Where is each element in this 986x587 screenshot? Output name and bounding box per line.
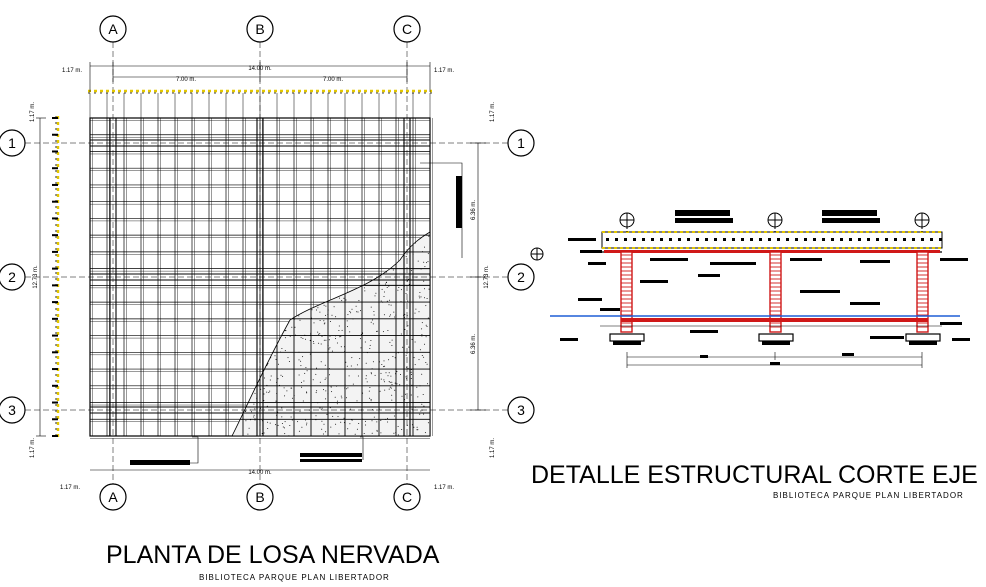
section-subtitle: BIBLIOTECA PARQUE PLAN LIBERTADOR (773, 491, 964, 500)
axis-bubble-bottom-c: C (393, 483, 421, 511)
structural-axes (25, 42, 508, 484)
section-axis-marker-far-left (530, 247, 544, 261)
axis-label: B (255, 21, 264, 37)
column-middle (758, 251, 794, 345)
plan-title: PLANTA DE LOSA NERVADA (106, 541, 440, 569)
structural-section-view: DETALLE ESTRUCTURAL CORTE EJE BIBLIOTECA… (530, 210, 978, 500)
dim-overhang-left-top: 1.17 m. (30, 102, 36, 122)
axis-bubble-left-1: 1 (0, 129, 26, 157)
axis-label: 3 (8, 402, 16, 418)
dim-bay-left: 7.00 m. (176, 77, 196, 83)
dim-overhang-bottom-right: 1.17 m. (434, 485, 454, 491)
axis-label: 2 (8, 269, 16, 285)
note-label-block (130, 460, 190, 465)
section-dimension-lines (626, 352, 923, 368)
dim-total-height-right: 12.73 m. (484, 265, 490, 289)
axis-bubble-top-b: B (246, 15, 274, 43)
axis-label: C (402, 21, 412, 37)
axis-bubble-right-2: 2 (507, 263, 535, 291)
dimension-lines (36, 62, 486, 471)
slab-edge-markers (602, 231, 942, 249)
axis-bubble-top-a: A (99, 15, 127, 43)
column-right (905, 251, 941, 345)
axis-label: 1 (517, 135, 525, 151)
section-label-block (456, 176, 462, 228)
section-axis-marker-left (619, 212, 635, 232)
axis-bubble-left-2: 2 (0, 263, 26, 291)
note-label-block (300, 453, 362, 457)
dim-total-height: 12.73 m. (33, 265, 39, 289)
axis-label: C (402, 489, 412, 505)
axis-bubble-bottom-a: A (99, 483, 127, 511)
dim-bay-right: 7.00 m. (323, 77, 343, 83)
axis-bubble-left-3: 3 (0, 396, 26, 424)
dim-bottom-width: 14.00 m. (248, 470, 272, 476)
axis-bubble-bottom-b: B (246, 483, 274, 511)
axis-label: 1 (8, 135, 16, 151)
axis-label: A (108, 489, 118, 505)
axis-label: 2 (517, 269, 525, 285)
axis-bubble-top-c: C (393, 15, 421, 43)
column-left (609, 251, 645, 345)
dim-overhang-bottom-left: 1.17 m. (60, 485, 80, 491)
grade-beam (621, 318, 928, 322)
axis-bubble-right-3: 3 (507, 396, 535, 424)
dim-overhang-left-bottom: 1.17 m. (30, 438, 36, 458)
dim-total-width: 14.00 m. (248, 66, 272, 72)
axis-label: B (255, 489, 264, 505)
note-label-block (300, 459, 362, 462)
dim-overhang-top-right: 1.17 m. (434, 68, 454, 74)
plan-subtitle: BIBLIOTECA PARQUE PLAN LIBERTADOR (199, 573, 390, 582)
section-title: DETALLE ESTRUCTURAL CORTE EJE (531, 461, 978, 489)
dim-bay-top: 6.36 m. (471, 200, 477, 220)
dim-overhang-top-left: 1.17 m. (62, 68, 82, 74)
slab-plan-view: A B C A B C 1 2 (0, 15, 535, 582)
axis-bubble-right-1: 1 (507, 129, 535, 157)
dim-bay-bottom: 6.36 m. (471, 334, 477, 354)
axis-label: 3 (517, 402, 525, 418)
axis-label: A (108, 21, 118, 37)
dim-overhang-right-top: 1.17 m. (490, 102, 496, 122)
section-axis-marker-middle (767, 212, 783, 232)
dim-overhang-right-bottom: 1.17 m. (490, 438, 496, 458)
section-axis-marker-right (914, 212, 930, 232)
section-annotation-blocks (560, 210, 970, 365)
